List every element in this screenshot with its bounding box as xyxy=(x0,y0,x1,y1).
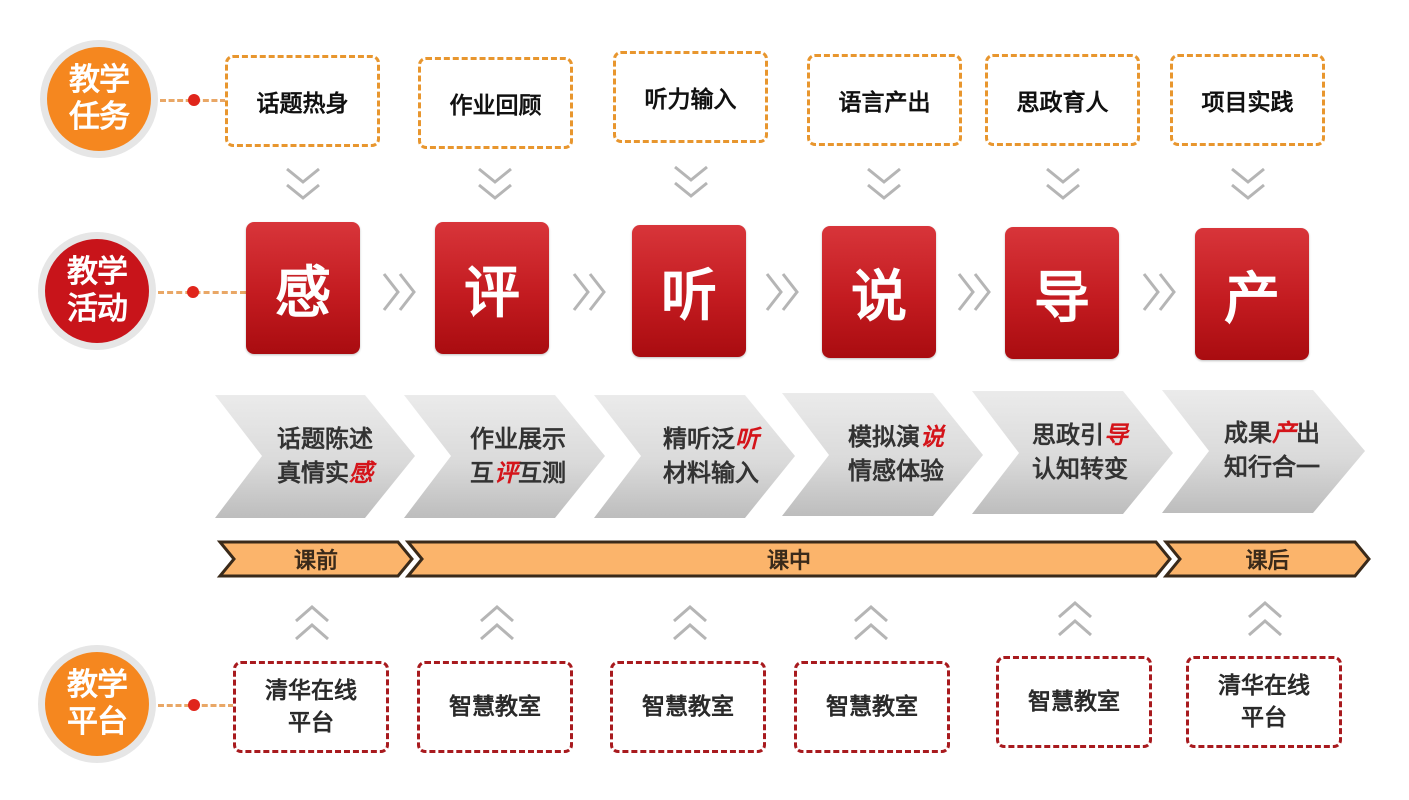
connector-dot xyxy=(188,94,200,106)
task-box-6: 项目实践 xyxy=(1170,54,1325,146)
activity-char: 导 xyxy=(1034,265,1090,331)
row-label-line2: 任务 xyxy=(69,99,130,135)
platform-box-4: 智慧教室 xyxy=(794,661,950,753)
row-label-line1: 教学 xyxy=(67,667,128,703)
platform-box-5: 智慧教室 xyxy=(996,656,1152,748)
description-line2: 情感体验 xyxy=(848,457,944,485)
platform-line1: 智慧教室 xyxy=(642,694,734,720)
activity-box-ting: 听 xyxy=(632,225,746,357)
double-chevron-up-icon xyxy=(854,605,888,641)
task-box-1: 话题热身 xyxy=(225,55,380,147)
double-chevron-down-icon xyxy=(1046,167,1080,200)
double-chevron-down-icon xyxy=(1231,167,1265,200)
platform-box-1: 清华在线 平台 xyxy=(233,661,389,753)
row-label-line1: 教学 xyxy=(67,254,128,290)
highlight-char: 听 xyxy=(735,425,759,453)
task-label: 作业回顾 xyxy=(449,93,542,119)
row-label-line2: 平台 xyxy=(67,704,128,740)
description-line1: 模拟演说 xyxy=(848,423,944,451)
double-chevron-right-icon xyxy=(572,273,606,311)
description-line2: 互评互测 xyxy=(470,459,566,487)
description-line1: 成果产出 xyxy=(1224,419,1320,447)
platform-line1: 清华在线 xyxy=(265,678,357,704)
double-chevron-up-icon xyxy=(295,605,329,641)
description-strip-5: 思政引导 认知转变 xyxy=(1010,390,1150,514)
highlight-char: 感 xyxy=(349,459,373,487)
double-chevron-up-icon xyxy=(1058,601,1092,637)
activity-box-ping: 评 xyxy=(435,222,549,354)
description-line1: 精听泛听 xyxy=(663,425,759,453)
platform-box-3: 智慧教室 xyxy=(610,661,766,753)
task-box-2: 作业回顾 xyxy=(418,57,573,149)
activity-box-gan: 感 xyxy=(246,222,360,354)
activity-box-shuo: 说 xyxy=(822,226,936,358)
activity-box-dao: 导 xyxy=(1005,227,1119,359)
description-line1: 作业展示 xyxy=(470,425,566,453)
platform-line1: 智慧教室 xyxy=(826,694,918,720)
platform-line2: 平台 xyxy=(1241,705,1287,731)
row-label-circle: 教学 任务 xyxy=(47,47,151,151)
double-chevron-up-icon xyxy=(673,605,707,641)
platform-box-6: 清华在线 平台 xyxy=(1186,656,1342,748)
row-label-teaching-platforms: 教学 平台 xyxy=(38,645,156,763)
phase-post-class: 课后 xyxy=(1245,549,1290,574)
task-label: 思政育人 xyxy=(1016,90,1109,116)
highlight-char: 说 xyxy=(920,423,944,451)
task-label: 项目实践 xyxy=(1201,90,1294,116)
double-chevron-down-icon xyxy=(478,167,512,200)
platform-line1: 智慧教室 xyxy=(1028,689,1120,715)
row-label-circle: 教学 平台 xyxy=(45,652,149,756)
highlight-char: 评 xyxy=(494,459,518,487)
connector-dot xyxy=(188,699,200,711)
activity-char: 听 xyxy=(661,263,717,329)
activity-char: 产 xyxy=(1224,266,1280,332)
description-line2: 真情实感 xyxy=(277,459,373,487)
row-label-line1: 教学 xyxy=(69,62,130,98)
task-label: 话题热身 xyxy=(256,91,349,117)
activity-char: 说 xyxy=(851,264,907,330)
double-chevron-right-icon xyxy=(765,273,799,311)
description-line2: 知行合一 xyxy=(1224,453,1320,481)
activity-char: 评 xyxy=(464,260,520,326)
double-chevron-down-icon xyxy=(674,165,708,198)
description-line2: 材料输入 xyxy=(663,459,759,487)
double-chevron-right-icon xyxy=(957,273,991,311)
row-label-teaching-tasks: 教学 任务 xyxy=(40,40,158,158)
description-strip-3: 精听泛听 材料输入 xyxy=(641,394,781,518)
double-chevron-down-icon xyxy=(867,167,901,200)
phase-pre-class: 课前 xyxy=(293,549,338,574)
platform-line1: 清华在线 xyxy=(1218,673,1310,699)
platform-line1: 智慧教室 xyxy=(449,694,541,720)
double-chevron-right-icon xyxy=(1142,273,1176,311)
highlight-char: 产 xyxy=(1272,419,1296,447)
row-label-teaching-activities: 教学 活动 xyxy=(38,232,156,350)
description-strip-6: 成果产出 知行合一 xyxy=(1202,388,1342,512)
double-chevron-up-icon xyxy=(1248,601,1282,637)
phase-in-class: 课中 xyxy=(766,549,811,574)
task-box-5: 思政育人 xyxy=(985,54,1140,146)
task-label: 听力输入 xyxy=(644,87,737,113)
connector-line xyxy=(158,291,246,294)
task-box-4: 语言产出 xyxy=(807,54,962,146)
description-line2: 认知转变 xyxy=(1032,455,1128,483)
description-strip-1: 话题陈述 真情实感 xyxy=(255,394,395,518)
task-label: 语言产出 xyxy=(838,90,931,116)
platform-line2: 平台 xyxy=(288,710,334,736)
connector-dot xyxy=(187,286,199,298)
description-line1: 话题陈述 xyxy=(277,425,373,453)
activity-box-chan: 产 xyxy=(1195,228,1309,360)
double-chevron-right-icon xyxy=(382,273,416,311)
activity-char: 感 xyxy=(275,260,331,326)
row-label-line2: 活动 xyxy=(67,291,128,327)
description-strip-4: 模拟演说 情感体验 xyxy=(826,392,966,516)
description-strip-2: 作业展示 互评互测 xyxy=(448,394,588,518)
description-line1: 思政引导 xyxy=(1032,421,1128,449)
row-label-circle: 教学 活动 xyxy=(45,239,149,343)
platform-box-2: 智慧教室 xyxy=(417,661,573,753)
highlight-char: 导 xyxy=(1104,421,1128,449)
double-chevron-up-icon xyxy=(480,605,514,641)
double-chevron-down-icon xyxy=(286,167,320,200)
task-box-3: 听力输入 xyxy=(613,51,768,143)
